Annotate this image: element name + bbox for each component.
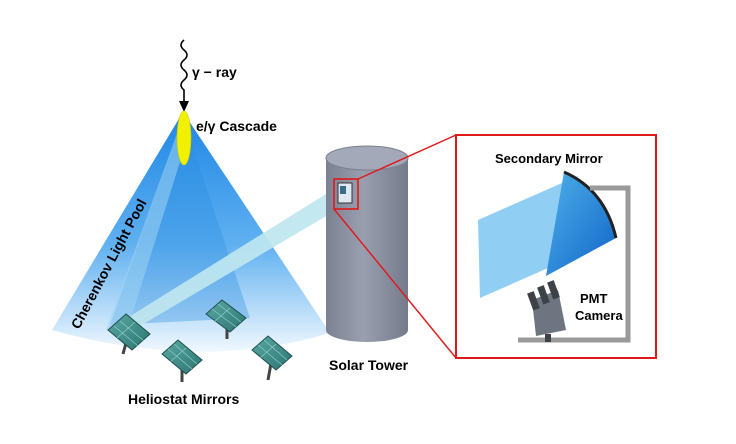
gamma-ray-arrowhead [179, 101, 189, 112]
reflected-light-beam [108, 184, 350, 336]
secondary-mirror-back [563, 170, 618, 239]
zoom-line-top [357, 134, 457, 180]
secondary-mirror [546, 172, 616, 276]
heliostat-1 [107, 313, 151, 355]
cascade-label: e/γ Cascade [196, 118, 277, 134]
zoom-source-box [333, 178, 359, 210]
gamma-ray-arrow [180, 39, 188, 104]
heliostat-2 [205, 299, 247, 339]
heliostat-3 [161, 339, 203, 382]
heliostat-4 [251, 335, 293, 381]
tower-label: Solar Tower [329, 357, 409, 373]
pmt-label-line1: PMT [580, 291, 608, 306]
zoom-line-bottom [333, 208, 457, 359]
inset-light-bundle [478, 176, 578, 298]
mirror-support-frame [518, 185, 631, 343]
incident-light-beam [106, 125, 190, 334]
pmt-camera [527, 280, 566, 342]
secondary-mirror-label: Secondary Mirror [495, 151, 603, 166]
pmt-label-line2: Camera [575, 308, 623, 323]
tower-camera-detail [340, 186, 346, 194]
heliostats-label: Heliostat Mirrors [128, 391, 239, 407]
cascade-ellipse [176, 110, 192, 166]
gamma-ray-label: γ − ray [192, 64, 237, 80]
